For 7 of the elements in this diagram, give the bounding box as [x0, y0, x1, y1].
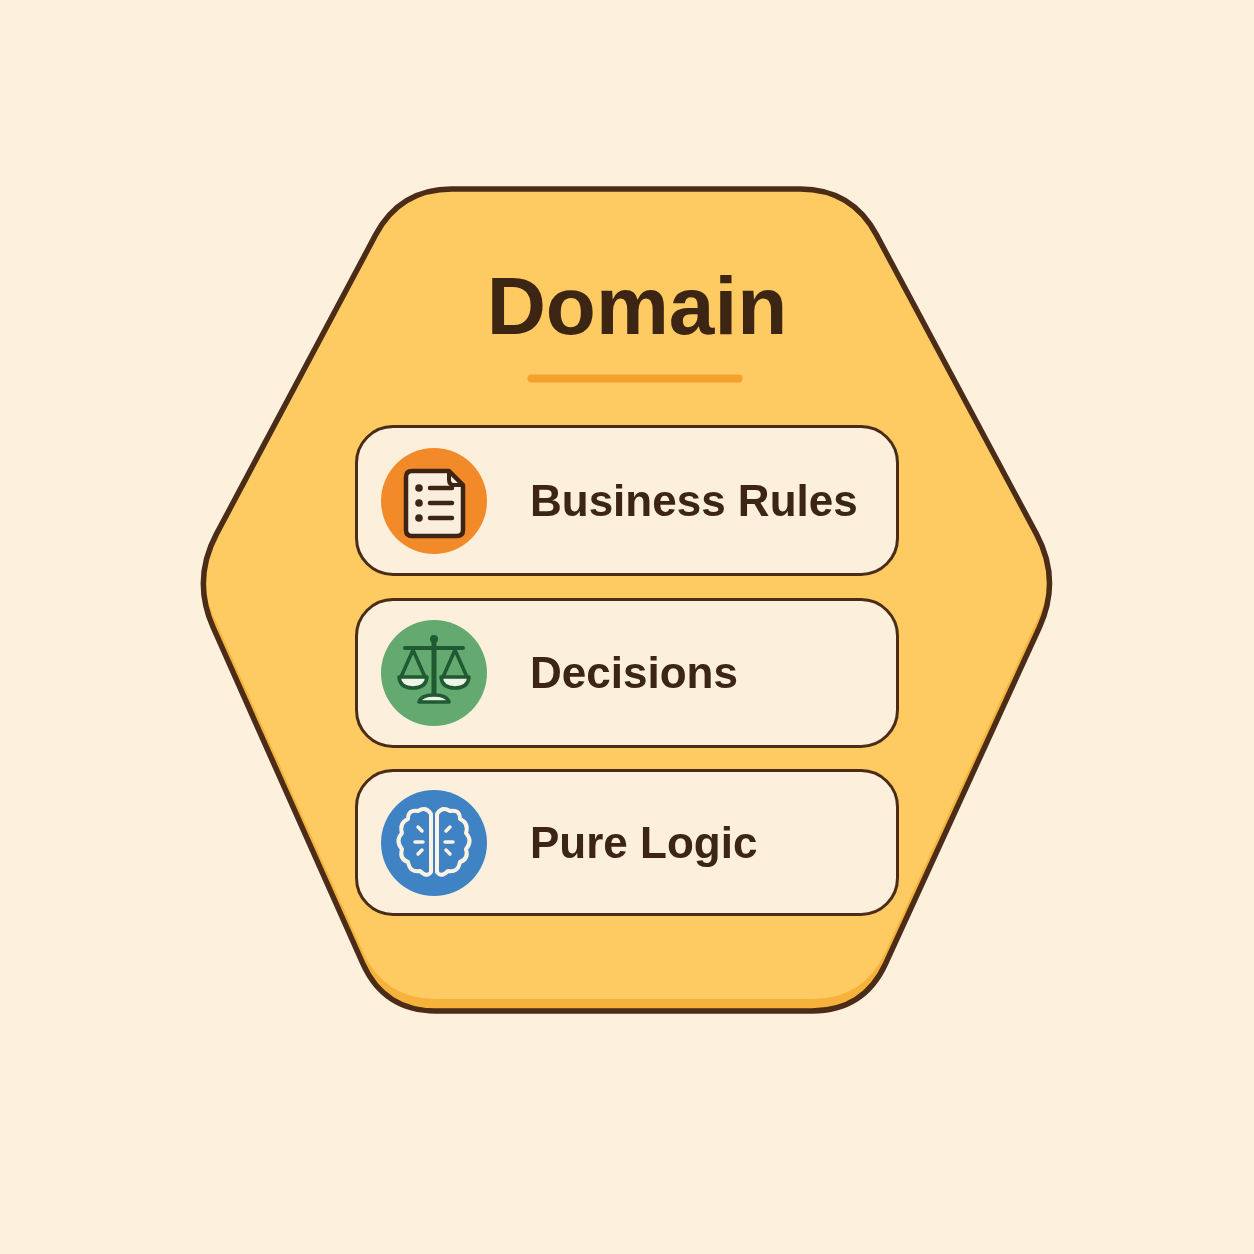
item-label: Decisions [530, 647, 738, 699]
item-card [355, 769, 899, 916]
item-label: Pure Logic [530, 817, 758, 868]
heading: Domain [486, 265, 788, 347]
item-card [355, 598, 899, 748]
item-card [355, 425, 899, 576]
item-label: Business Rules [530, 475, 858, 526]
